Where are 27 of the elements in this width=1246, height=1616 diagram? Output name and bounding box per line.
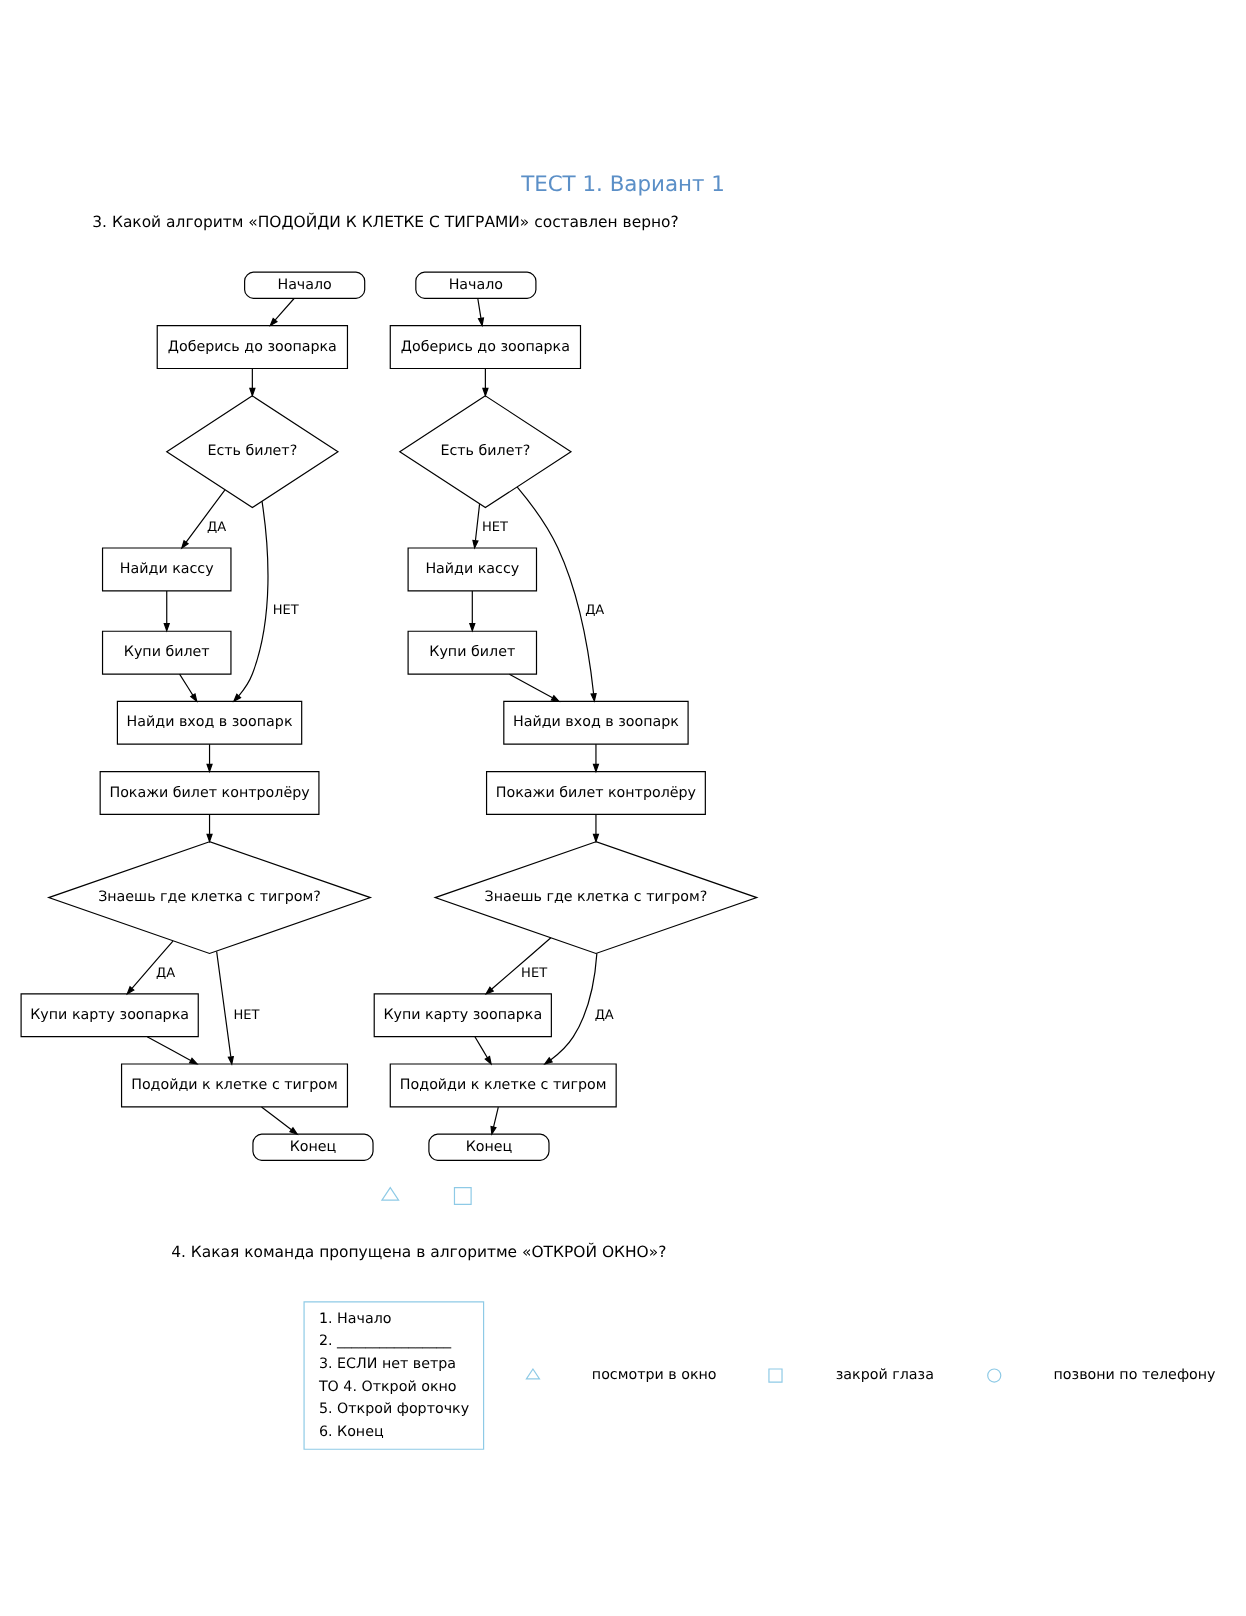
arrow (126, 939, 174, 995)
arrow (490, 1105, 499, 1135)
arrow (232, 499, 269, 702)
arrow (206, 813, 213, 843)
arrow (216, 949, 235, 1065)
arrow (484, 936, 552, 995)
arrow (179, 672, 198, 702)
arrow (206, 742, 213, 773)
arrow (516, 485, 597, 702)
node-box (453, 1186, 472, 1204)
arrow (468, 589, 476, 632)
arrow (592, 813, 600, 843)
arrow (592, 742, 600, 773)
arrow (472, 502, 481, 549)
node-triangle (380, 1185, 400, 1200)
arrow (260, 1105, 299, 1135)
arrow (474, 1035, 493, 1065)
arrow (146, 1035, 199, 1064)
arrow (163, 589, 171, 632)
arrow (543, 951, 598, 1065)
arrow (249, 367, 256, 397)
diagram-title: ТЕСТ 1. Вариант 1 (521, 169, 725, 196)
arrow (477, 296, 485, 327)
arrow (269, 296, 295, 326)
arrow (508, 672, 561, 702)
arrow (482, 367, 489, 397)
arrow (180, 488, 226, 549)
